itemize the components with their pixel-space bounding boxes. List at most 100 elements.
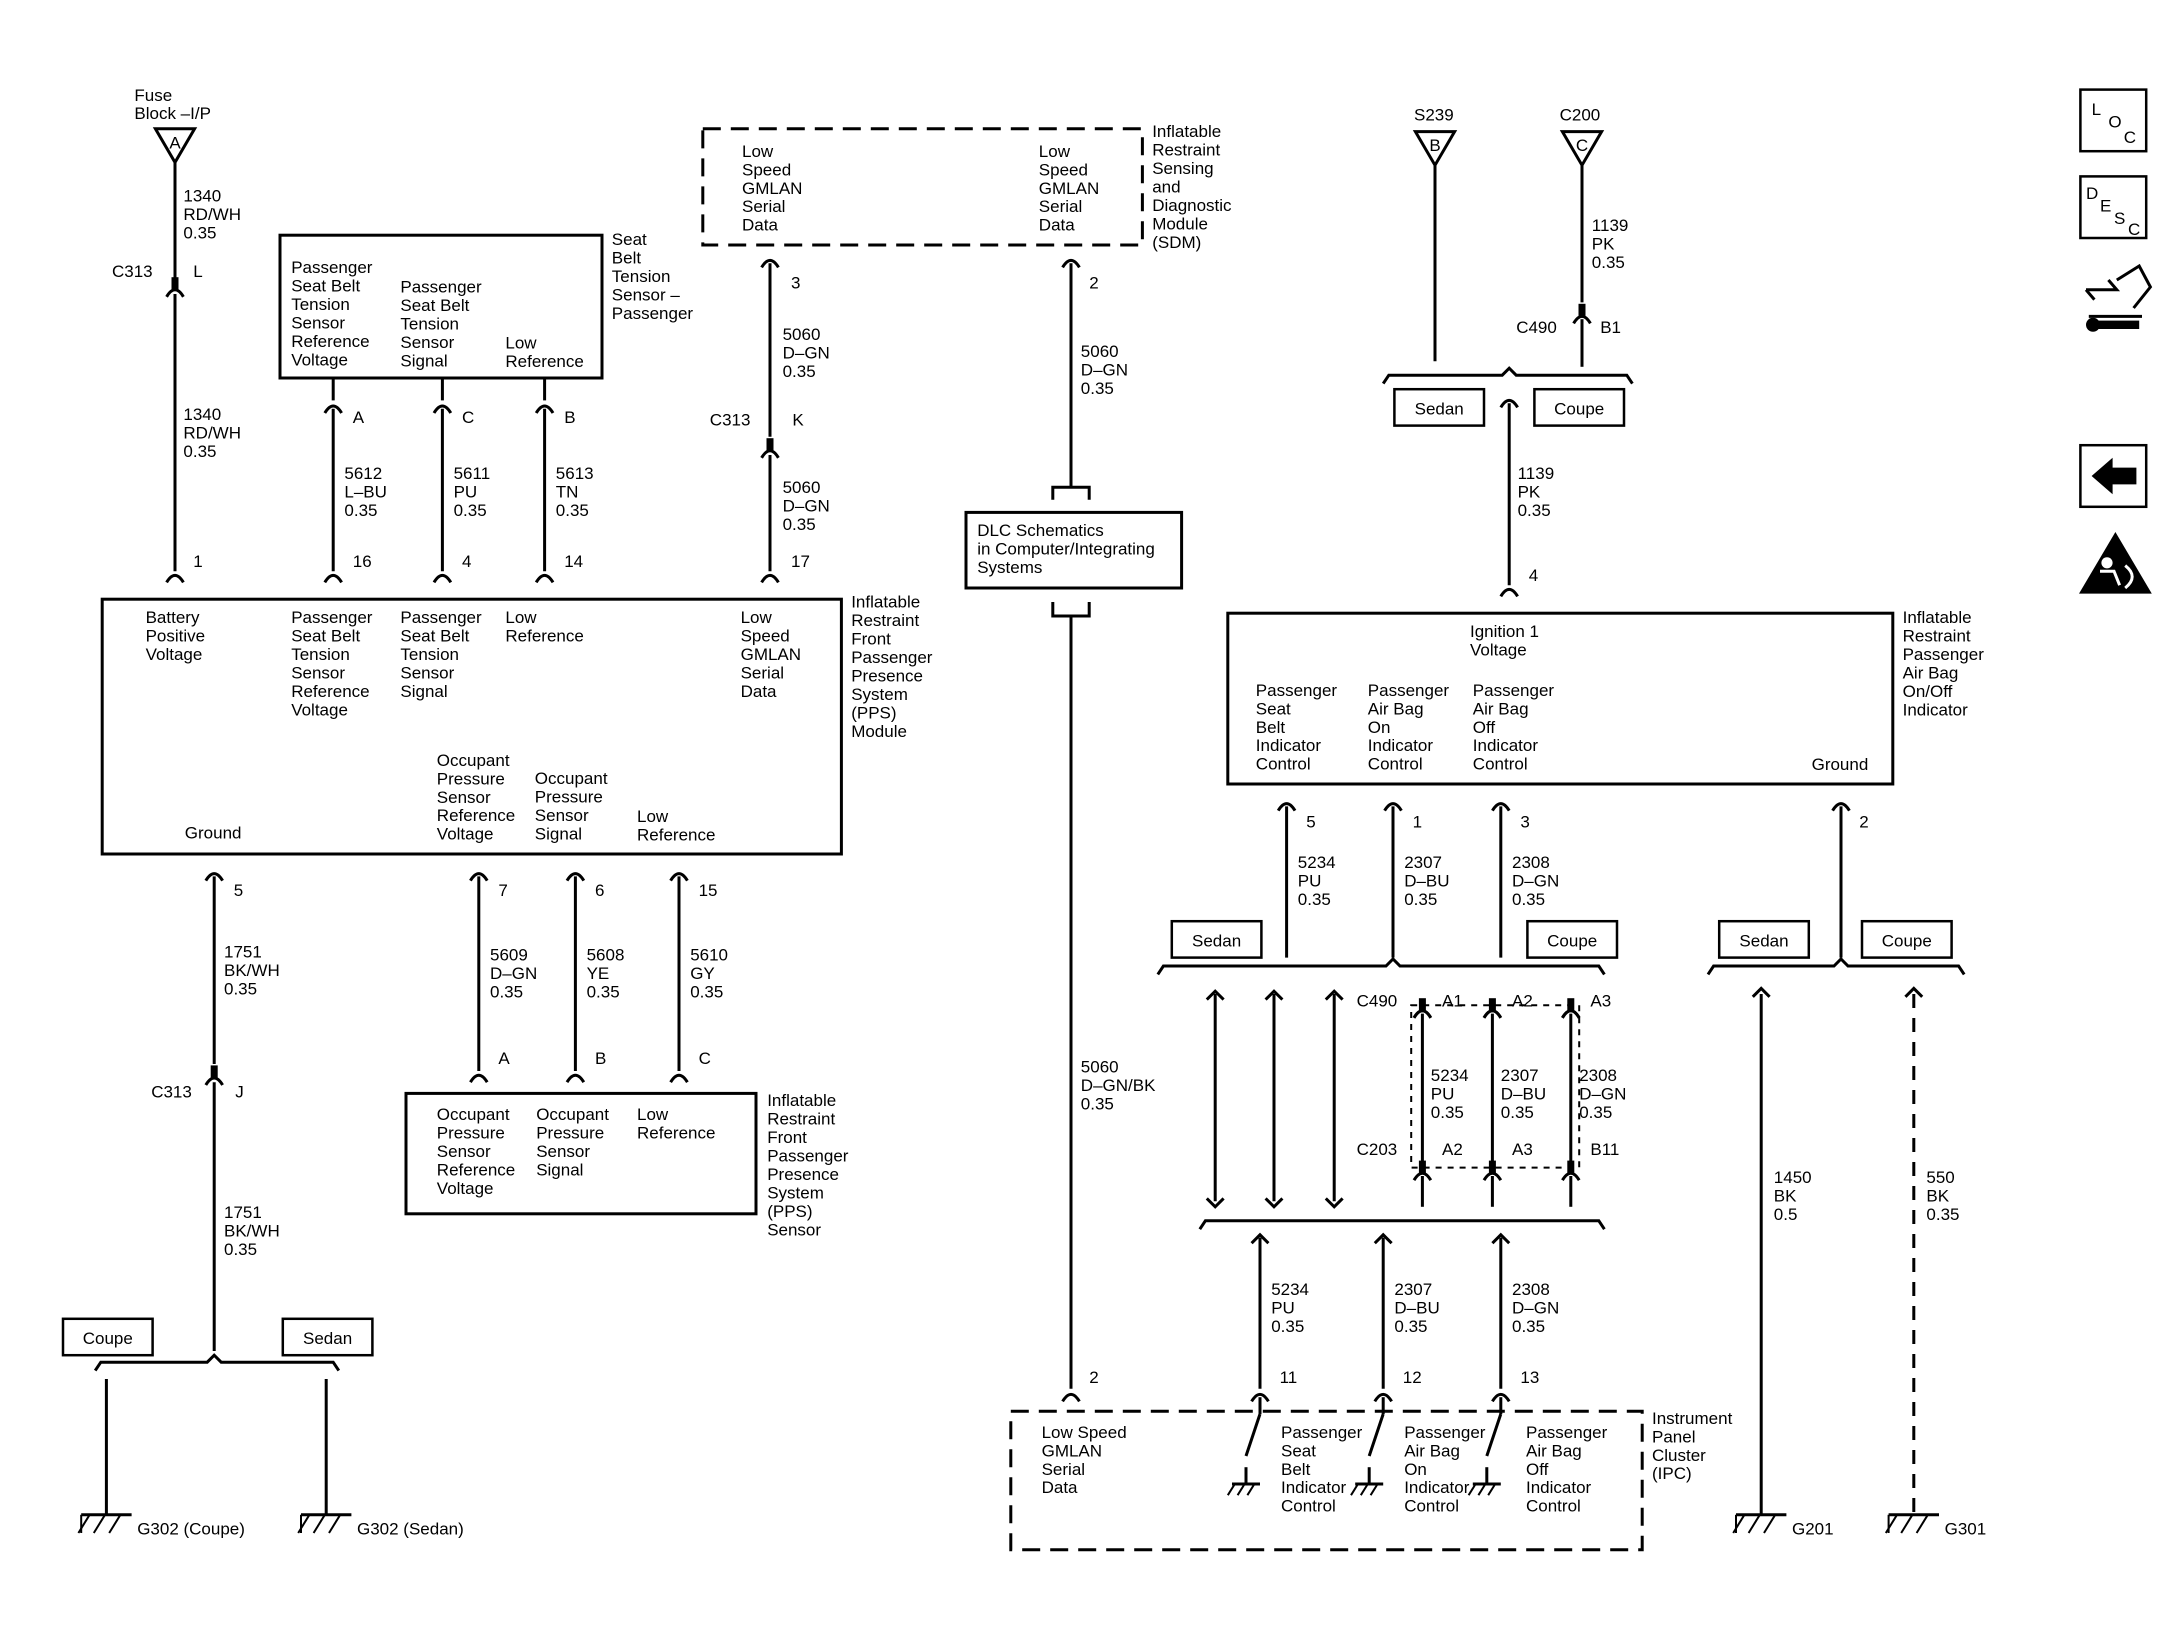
coupe-tag <box>1526 919 1619 959</box>
pps-module-name-line: Restraint <box>851 611 919 630</box>
connector-tool-icon[interactable] <box>2084 263 2153 332</box>
dlc-text-line: in Computer/Integrating <box>977 540 1155 559</box>
seatbelt-signal-line: Passenger <box>400 278 482 297</box>
seatbelt-pin-label: B <box>564 408 575 427</box>
c313-label: C313 <box>112 262 153 281</box>
wire-w5234c-label: PU <box>1271 1298 1295 1317</box>
pps-module-name-line: Front <box>851 630 891 649</box>
dlc-top-connector <box>1051 485 1091 500</box>
pps-gmlan-line: Speed <box>741 626 790 645</box>
pps-pin-terminal <box>432 573 453 584</box>
ipc-name-line: Panel <box>1652 1427 1695 1446</box>
indicator-on-control-line: Indicator <box>1368 736 1434 755</box>
ipc-gmlan-line: GMLAN <box>1042 1441 1102 1460</box>
wire-w2308b-label: D–GN <box>1579 1084 1626 1103</box>
loc-icon-letter: O <box>2108 112 2121 131</box>
loc-button[interactable]: LOC <box>2079 88 2148 153</box>
pps-pin-5-terminal <box>204 872 224 882</box>
c203-connector-pin <box>1418 1160 1426 1174</box>
c490-pin: A2 <box>1512 992 1533 1011</box>
sdm-name-line: Module <box>1152 215 1208 234</box>
pps-pin-label: 4 <box>462 552 471 571</box>
indicator-ign-voltage-line: Ignition 1 <box>1470 622 1539 641</box>
indicator-pin-label: 2 <box>1859 812 1868 831</box>
back-arrow-icon <box>2091 457 2137 495</box>
pps-module-name-line: Passenger <box>851 648 933 667</box>
ground-g302-coupe-hatch <box>92 1514 106 1534</box>
wire-w1139a-label: PK <box>1592 234 1615 253</box>
wire-w5234b-label: 0.35 <box>1431 1103 1464 1122</box>
c200-terminal-pin: C <box>1576 136 1588 155</box>
loc-icon-letter: L <box>2092 100 2101 119</box>
ipc-pin-label: 11 <box>1280 1368 1298 1387</box>
ipc-gmlan-line: Data <box>1042 1478 1078 1497</box>
ground-g302-coupe-hatch <box>108 1514 122 1534</box>
desc-icon-letter: E <box>2100 196 2111 215</box>
sdm-gmlan-right-line: Low <box>1039 142 1071 161</box>
indicator-pin-label: 3 <box>1520 812 1529 831</box>
c313-k-connector-pin <box>766 438 774 451</box>
pps-battery-voltage-line: Voltage <box>146 645 203 664</box>
c203-label: C203 <box>1357 1140 1398 1159</box>
indicator-name-line: Indicator <box>1903 700 1969 719</box>
wire-w2307a-label: 0.35 <box>1404 890 1437 909</box>
wire-w1139b-label: PK <box>1518 482 1541 501</box>
wire-w5234a-label: 5234 <box>1298 853 1336 872</box>
ipc-internal-ground-hatch <box>1359 1483 1369 1496</box>
coupe-tag-label: Coupe <box>83 1329 133 1348</box>
back-button[interactable] <box>2079 443 2148 509</box>
pps-occupant-signal-line: Sensor <box>535 806 589 825</box>
desc-icon-letter: S <box>2114 209 2125 228</box>
sdm-gmlan-left-line: Speed <box>742 160 791 179</box>
airbag-warning-icon[interactable] <box>2079 532 2152 594</box>
terminal <box>1324 989 1344 1001</box>
ground-g301-label: G301 <box>1945 1519 1987 1538</box>
pps-sensor-name-line: Sensor <box>767 1220 821 1239</box>
wire-w5612-label: L–BU <box>344 482 387 501</box>
indicator-off-control-line: Passenger <box>1473 681 1555 700</box>
pps-pin-label: 15 <box>699 881 718 900</box>
wire-w1450-label: 1450 <box>1774 1168 1812 1187</box>
indicator-seatbelt-control-line: Indicator <box>1256 736 1322 755</box>
ipc-pin-terminal <box>1373 1392 1393 1403</box>
loc-button-frame <box>2079 88 2148 153</box>
wire-w1751b-label: BK/WH <box>224 1221 280 1240</box>
indicator-pin-terminal <box>1491 802 1511 812</box>
pps-module-name-line: Module <box>851 722 907 741</box>
ipc-gmlan-line: Serial <box>1042 1460 1085 1479</box>
pps-pin-label: 14 <box>564 552 583 571</box>
sdm-name-line: (SDM) <box>1152 233 1201 252</box>
pps-seatbelt-signal-line: Tension <box>400 645 459 664</box>
fuse-label: Fuse <box>134 86 172 105</box>
terminal <box>1904 986 1924 998</box>
ipc-seatbelt-control-line: Seat <box>1281 1441 1316 1460</box>
sedan-tag <box>1717 919 1811 959</box>
pps-pin-label: 1 <box>193 552 202 571</box>
pps-sensor-pin-label: A <box>498 1049 510 1068</box>
indicator-pin-terminal <box>1276 802 1297 812</box>
seatbelt-sensor-name-line: Seat <box>612 230 647 249</box>
ipc-gmlan-line: Low Speed <box>1042 1423 1127 1442</box>
wire-w5610-label: GY <box>690 964 715 983</box>
c313-l-connector-pin <box>171 277 179 290</box>
wire-w550-label: BK <box>1926 1186 1949 1205</box>
terminal <box>1373 1232 1393 1245</box>
wire-w5609-label: D–GN <box>490 964 537 983</box>
ground-g301-hatch <box>1915 1514 1929 1534</box>
c313-pin-l: L <box>193 262 202 281</box>
c313-label: C313 <box>710 411 751 430</box>
ipc-off-control-line: Indicator <box>1526 1478 1592 1497</box>
indicator-off-control-line: Off <box>1473 718 1496 737</box>
indicator-seatbelt-control-line: Seat <box>1256 699 1291 718</box>
fuse-block-terminal-pin: A <box>169 133 181 152</box>
indicator-pin-terminal <box>1383 802 1403 812</box>
pps-sensor-name-line: Inflatable <box>767 1091 836 1110</box>
indicator-seatbelt-control-line: Control <box>1256 755 1311 774</box>
wire-w5060a-label: D–GN <box>783 344 830 363</box>
dlc-schematics-reference <box>964 510 1184 590</box>
ipc-name-line: Instrument <box>1652 1409 1733 1428</box>
splice-bar-1139 <box>1381 366 1634 385</box>
wire-w5060c-label: 5060 <box>1081 342 1119 361</box>
fuse-label: Block –I/P <box>134 104 211 123</box>
